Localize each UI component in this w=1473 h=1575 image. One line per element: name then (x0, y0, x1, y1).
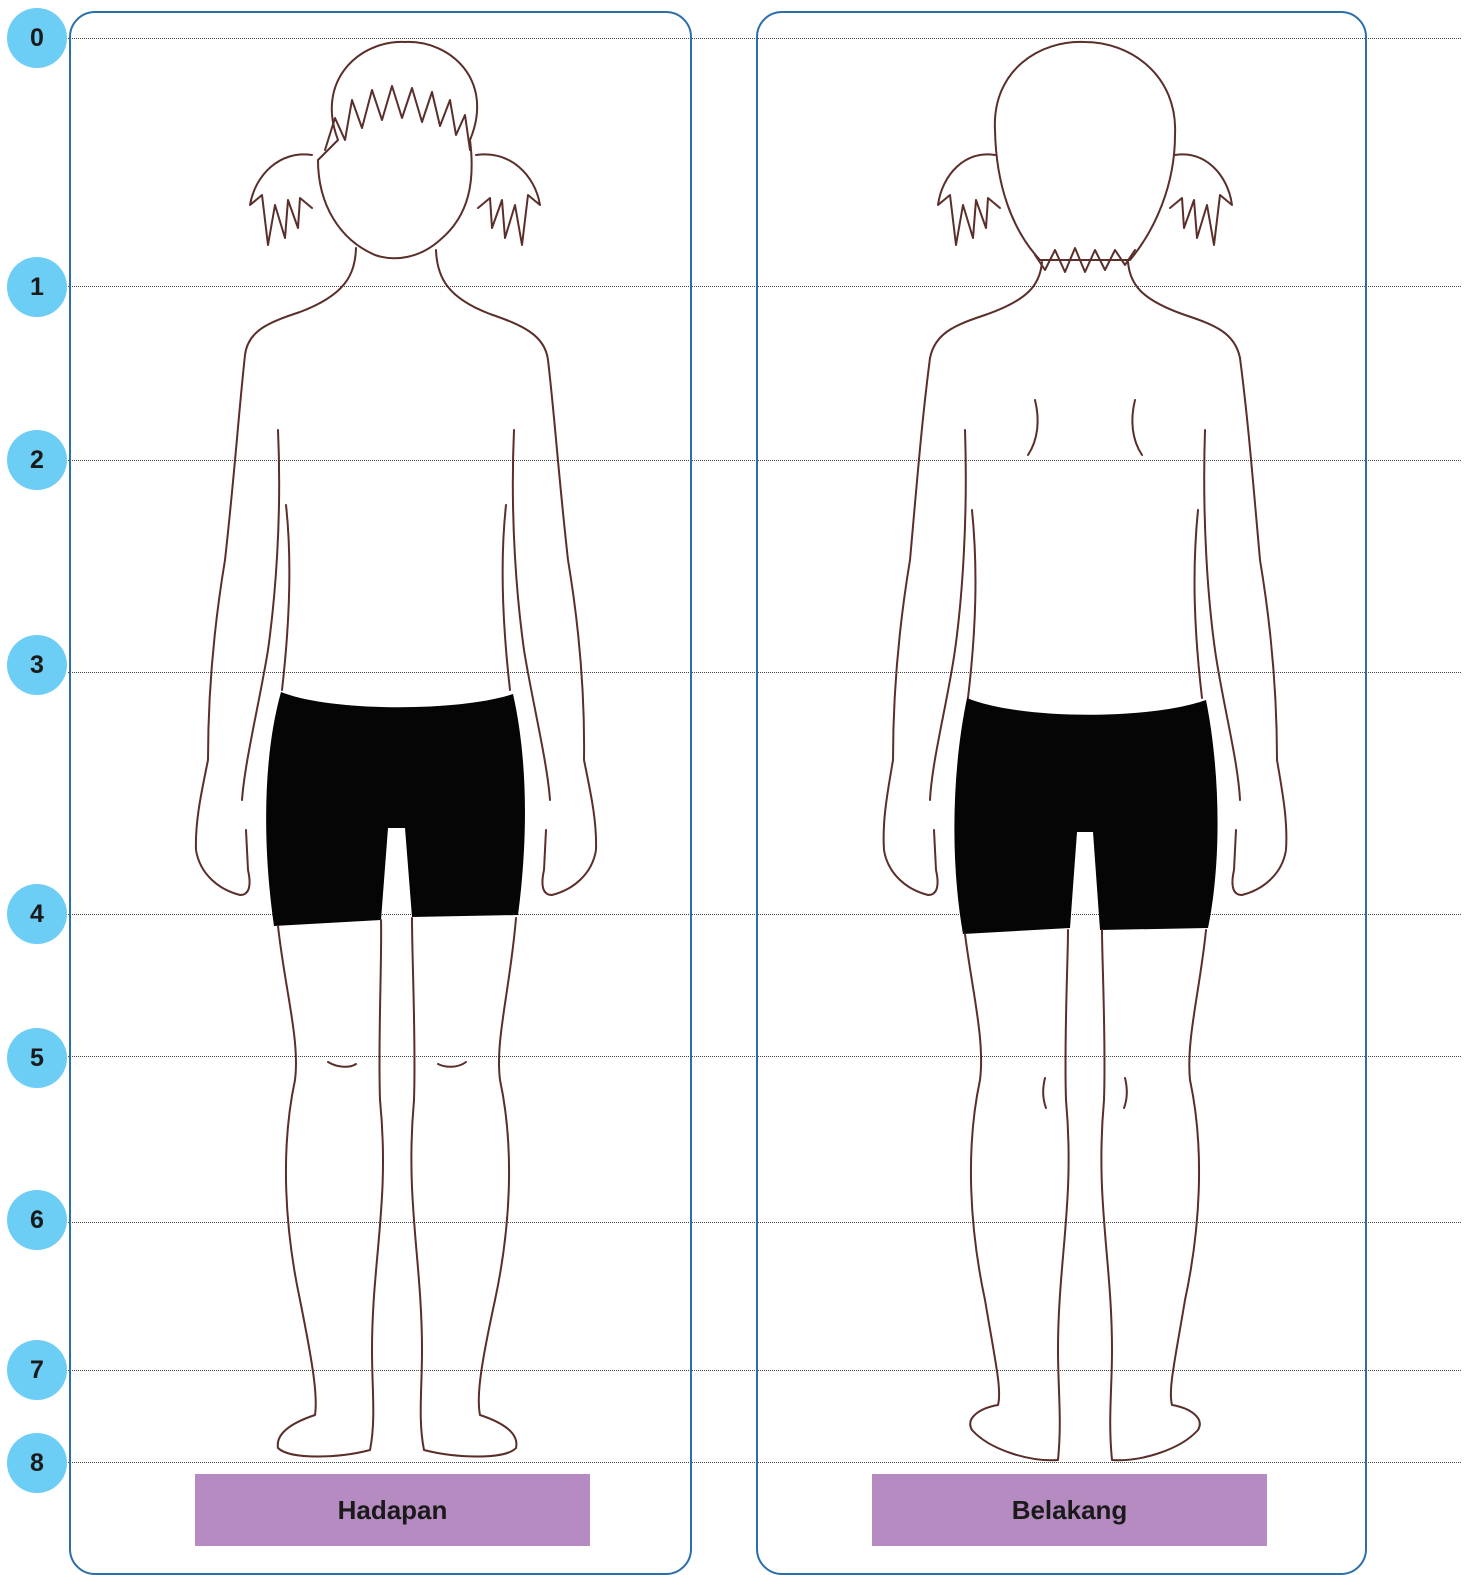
front-torso-left (282, 505, 289, 690)
back-torso-left (968, 510, 975, 698)
back-blade-right (1132, 400, 1142, 455)
front-pigtail-right (476, 154, 540, 245)
back-arm-left (884, 358, 938, 895)
back-neck-left (930, 262, 1042, 358)
front-pigtail-left (250, 154, 312, 245)
front-leg-left-outer (278, 920, 383, 1457)
back-torso-right (1195, 510, 1202, 698)
back-view-caption: Belakang (872, 1474, 1267, 1546)
front-shorts (266, 692, 525, 926)
back-neck-right (1128, 262, 1240, 358)
back-pigtail-right (1170, 154, 1232, 245)
front-neck-left (245, 248, 356, 355)
scale-marker-4: 4 (7, 884, 67, 944)
scale-marker-3: 3 (7, 635, 67, 695)
back-shorts (954, 698, 1217, 934)
back-pigtail-left (938, 154, 1000, 245)
front-knee-right (438, 1062, 466, 1067)
front-leg-right-outer (411, 918, 516, 1457)
front-view-caption: Hadapan (195, 1474, 590, 1546)
scale-marker-7: 7 (7, 1340, 67, 1400)
front-arm-left (196, 355, 250, 895)
front-knee-left (328, 1062, 356, 1067)
scale-marker-5: 5 (7, 1028, 67, 1088)
front-figure (196, 42, 596, 1457)
scale-marker-1: 1 (7, 257, 67, 317)
scale-marker-0: 0 (7, 8, 67, 68)
front-bangs (325, 86, 470, 150)
scale-marker-2: 2 (7, 430, 67, 490)
back-figure (884, 42, 1287, 1460)
back-leg-left (965, 930, 1069, 1460)
back-blade-left (1028, 400, 1038, 455)
front-neck-right (436, 250, 548, 360)
scale-marker-8: 8 (7, 1433, 67, 1493)
scale-marker-6: 6 (7, 1190, 67, 1250)
back-arm-right (1232, 358, 1286, 895)
back-calf-right (1124, 1078, 1127, 1108)
back-leg-right (1101, 930, 1206, 1460)
front-arm-right (542, 360, 596, 895)
back-head (995, 42, 1175, 260)
back-calf-left (1043, 1078, 1046, 1108)
front-head (318, 42, 477, 258)
front-torso-right (503, 505, 510, 690)
